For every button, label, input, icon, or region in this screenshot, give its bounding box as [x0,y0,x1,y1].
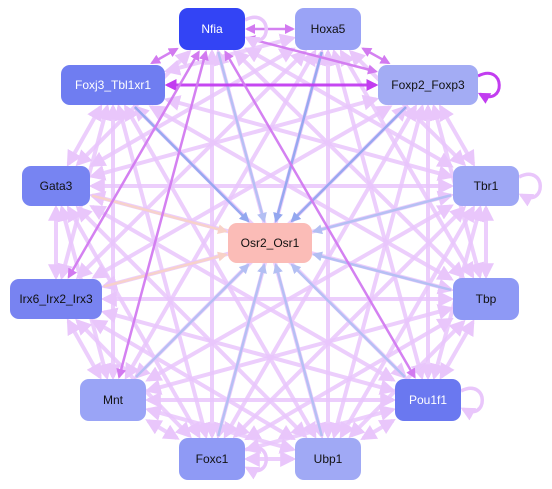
self-loop-foxp2 [477,72,501,104]
node-mnt-label: Mnt [103,393,124,407]
edge-nfia-to-pou1f1 [224,50,416,379]
node-nfia-label: Nfia [201,22,223,36]
node-foxj3-tbl1xr1[interactable]: Foxj3_Tbl1xr1 [61,65,165,105]
node-foxp2-box [378,65,478,105]
node-foxc1[interactable]: Foxc1 [179,438,245,480]
node-gata3-label: Gata3 [40,179,73,193]
node-osr2-box [228,223,312,263]
edge-pou1f1-to-ubp1 [360,418,396,441]
node-mnt-box [80,379,146,421]
node-foxp2-foxp3[interactable]: Foxp2_Foxp3 [378,65,478,105]
self-loops-layer [244,15,542,480]
node-ubp1-box [295,438,361,480]
node-ubp1-label: Ubp1 [314,452,343,466]
self-loop-tbr1 [518,172,542,207]
node-pou1f1-label: Pou1f1 [409,393,447,407]
self-loop-nfia [244,15,268,50]
node-tbr1[interactable]: Tbr1 [453,166,519,206]
node-foxp2-label: Foxp2_Foxp3 [391,78,465,92]
node-tbp-label: Tbp [476,292,497,306]
nodes-layer: Nfia Hoxa5 Foxj3_Tbl1xr1 Foxp2_Foxp3 Gat… [10,8,519,480]
node-irx6-label: Irx6_Irx2_Irx3 [19,292,93,306]
edge-nfia-to-mnt [116,50,209,379]
edge-mnt-to-foxc1 [145,419,180,440]
node-ubp1[interactable]: Ubp1 [295,438,361,480]
node-irx6-box [10,279,102,319]
node-nfia-box [179,8,245,50]
node-gata3[interactable]: Gata3 [22,166,90,206]
node-hoxa5[interactable]: Hoxa5 [295,8,361,50]
node-hoxa5-label: Hoxa5 [311,22,346,36]
node-foxj3-label: Foxj3_Tbl1xr1 [75,78,151,92]
node-osr2-osr1[interactable]: Osr2_Osr1 [228,223,312,263]
node-foxj3-box [61,65,165,105]
edge-nfia-to-foxj3 [150,47,179,65]
node-pou1f1[interactable]: Pou1f1 [395,379,461,421]
edge-hoxa5-to-foxp2 [361,47,391,65]
node-foxc1-box [179,438,245,480]
node-nfia[interactable]: Nfia [179,8,245,50]
node-hoxa5-box [295,8,361,50]
node-osr2-label: Osr2_Osr1 [241,236,300,250]
self-loop-pou1f1 [460,386,484,421]
node-tbp[interactable]: Tbp [453,278,519,320]
self-loop-foxc1 [244,445,268,480]
node-mnt[interactable]: Mnt [80,379,146,421]
node-gata3-box [22,166,90,206]
node-tbp-box [453,278,519,320]
node-tbr1-label: Tbr1 [474,179,499,193]
node-foxc1-label: Foxc1 [196,452,229,466]
node-tbr1-box [453,166,519,206]
node-irx6-irx2-irx3[interactable]: Irx6_Irx2_Irx3 [10,279,102,319]
node-pou1f1-box [395,379,461,421]
